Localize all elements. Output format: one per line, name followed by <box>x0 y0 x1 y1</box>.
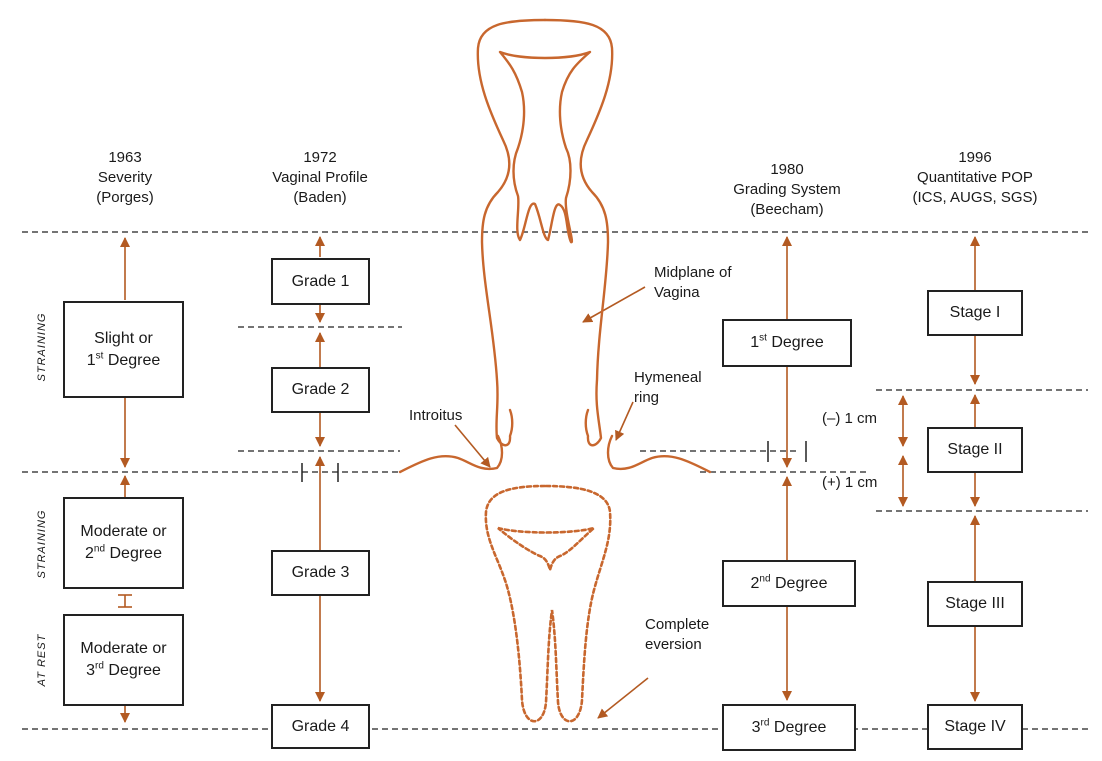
porges-box-2-sup: nd <box>93 543 106 555</box>
eversion-pointer <box>597 677 649 719</box>
label-minus-1cm: (–) 1 cm <box>822 410 878 427</box>
header-porges-year: 1963 <box>108 149 142 166</box>
porges-box-1-line1: Slight or <box>94 329 153 347</box>
beecham-1-rest: Degree <box>766 334 824 351</box>
introitus-pointer <box>454 424 491 468</box>
label-straining-bottom: STRAINING <box>36 509 48 579</box>
porges-box-3-line1: Moderate or <box>80 640 167 657</box>
label-midplane-line1: Midplane of <box>654 264 732 281</box>
header-pop-year: 1996 <box>958 149 992 166</box>
label-midplane-line2: Vagina <box>654 284 700 301</box>
porges-box-2nd-degree: Moderate or 2nd Degree <box>63 497 184 589</box>
beecham-3-sup: rd <box>760 717 770 729</box>
beecham-1-num: 1 <box>750 334 760 351</box>
baden-grade-4: Grade 4 <box>271 704 370 749</box>
header-porges: 1963 Severity (Porges) <box>25 148 225 208</box>
header-pop-author: (ICS, AUGS, SGS) <box>912 189 1038 206</box>
porges-box-2-rest: Degree <box>105 545 162 562</box>
label-straining-top: STRAINING <box>36 312 48 382</box>
pop-stage-3: Stage III <box>927 581 1023 627</box>
beecham-1-sup: st <box>759 332 767 344</box>
header-pop: 1996 Quantitative POP (ICS, AUGS, SGS) <box>875 148 1075 208</box>
porges-box-1st-degree: Slight or 1st Degree <box>63 301 184 398</box>
header-beecham: 1980 Grading System (Beecham) <box>687 160 887 220</box>
label-complete-eversion: Complete eversion <box>645 615 709 655</box>
label-midplane: Midplane of Vagina <box>654 263 732 303</box>
beecham-2-sup: nd <box>759 573 771 585</box>
hymeneal-pointer <box>615 401 634 441</box>
midplane-pointer <box>582 286 646 323</box>
beecham-3-rest: Degree <box>769 718 827 736</box>
header-porges-title: Severity <box>97 169 153 186</box>
baden-grade-3: Grade 3 <box>271 550 370 596</box>
beecham-2-num: 2 <box>750 574 760 592</box>
header-beecham-title: Grading System <box>733 181 841 198</box>
header-baden-title: Vaginal Profile <box>272 169 368 186</box>
header-beecham-author: (Beecham) <box>750 201 824 218</box>
label-hymeneal-line1: Hymeneal <box>634 369 702 386</box>
header-baden-year: 1972 <box>303 149 337 166</box>
uterus-vagina-outline <box>398 18 712 474</box>
label-plus-1cm: (+) 1 cm <box>822 474 878 491</box>
porges-box-3-rest: Degree <box>103 662 161 679</box>
baden-grade-1: Grade 1 <box>271 258 370 305</box>
pop-stage-2: Stage II <box>927 427 1023 473</box>
porges-box-1-sup: st <box>95 350 104 362</box>
porges-box-3-num: 3 <box>86 662 96 679</box>
beecham-3rd-degree: 3rd Degree <box>722 704 856 751</box>
beecham-3-num: 3 <box>751 718 761 736</box>
porges-box-2-num: 2 <box>85 545 94 562</box>
porges-box-2-line1: Moderate or <box>80 523 167 540</box>
label-at-rest: AT REST <box>36 633 48 687</box>
label-eversion-line2: eversion <box>645 636 702 653</box>
baden-grade-2: Grade 2 <box>271 367 370 413</box>
beecham-2-rest: Degree <box>770 574 828 592</box>
header-pop-title: Quantitative POP <box>917 169 1033 186</box>
label-hymeneal-line2: ring <box>634 389 660 406</box>
header-baden: 1972 Vaginal Profile (Baden) <box>220 148 420 208</box>
pop-stage-4: Stage IV <box>927 704 1023 750</box>
everted-uterus-outline <box>484 484 612 723</box>
porges-box-1-rest: Degree <box>103 351 161 369</box>
beecham-2nd-degree: 2nd Degree <box>722 560 856 607</box>
porges-box-3-sup: rd <box>95 660 104 672</box>
header-beecham-year: 1980 <box>770 161 804 178</box>
label-hymeneal-ring: Hymeneal ring <box>634 368 702 408</box>
label-eversion-line1: Complete <box>645 616 710 633</box>
porges-box-3rd-degree: Moderate or 3rd Degree <box>63 614 184 706</box>
header-baden-author: (Baden) <box>293 189 347 206</box>
pop-stage-1: Stage I <box>927 290 1023 336</box>
porges-box-1-num: 1 <box>86 351 96 369</box>
beecham-1st-degree: 1st Degree <box>722 319 852 367</box>
header-porges-author: (Porges) <box>96 189 154 206</box>
label-introitus: Introitus <box>409 407 463 424</box>
